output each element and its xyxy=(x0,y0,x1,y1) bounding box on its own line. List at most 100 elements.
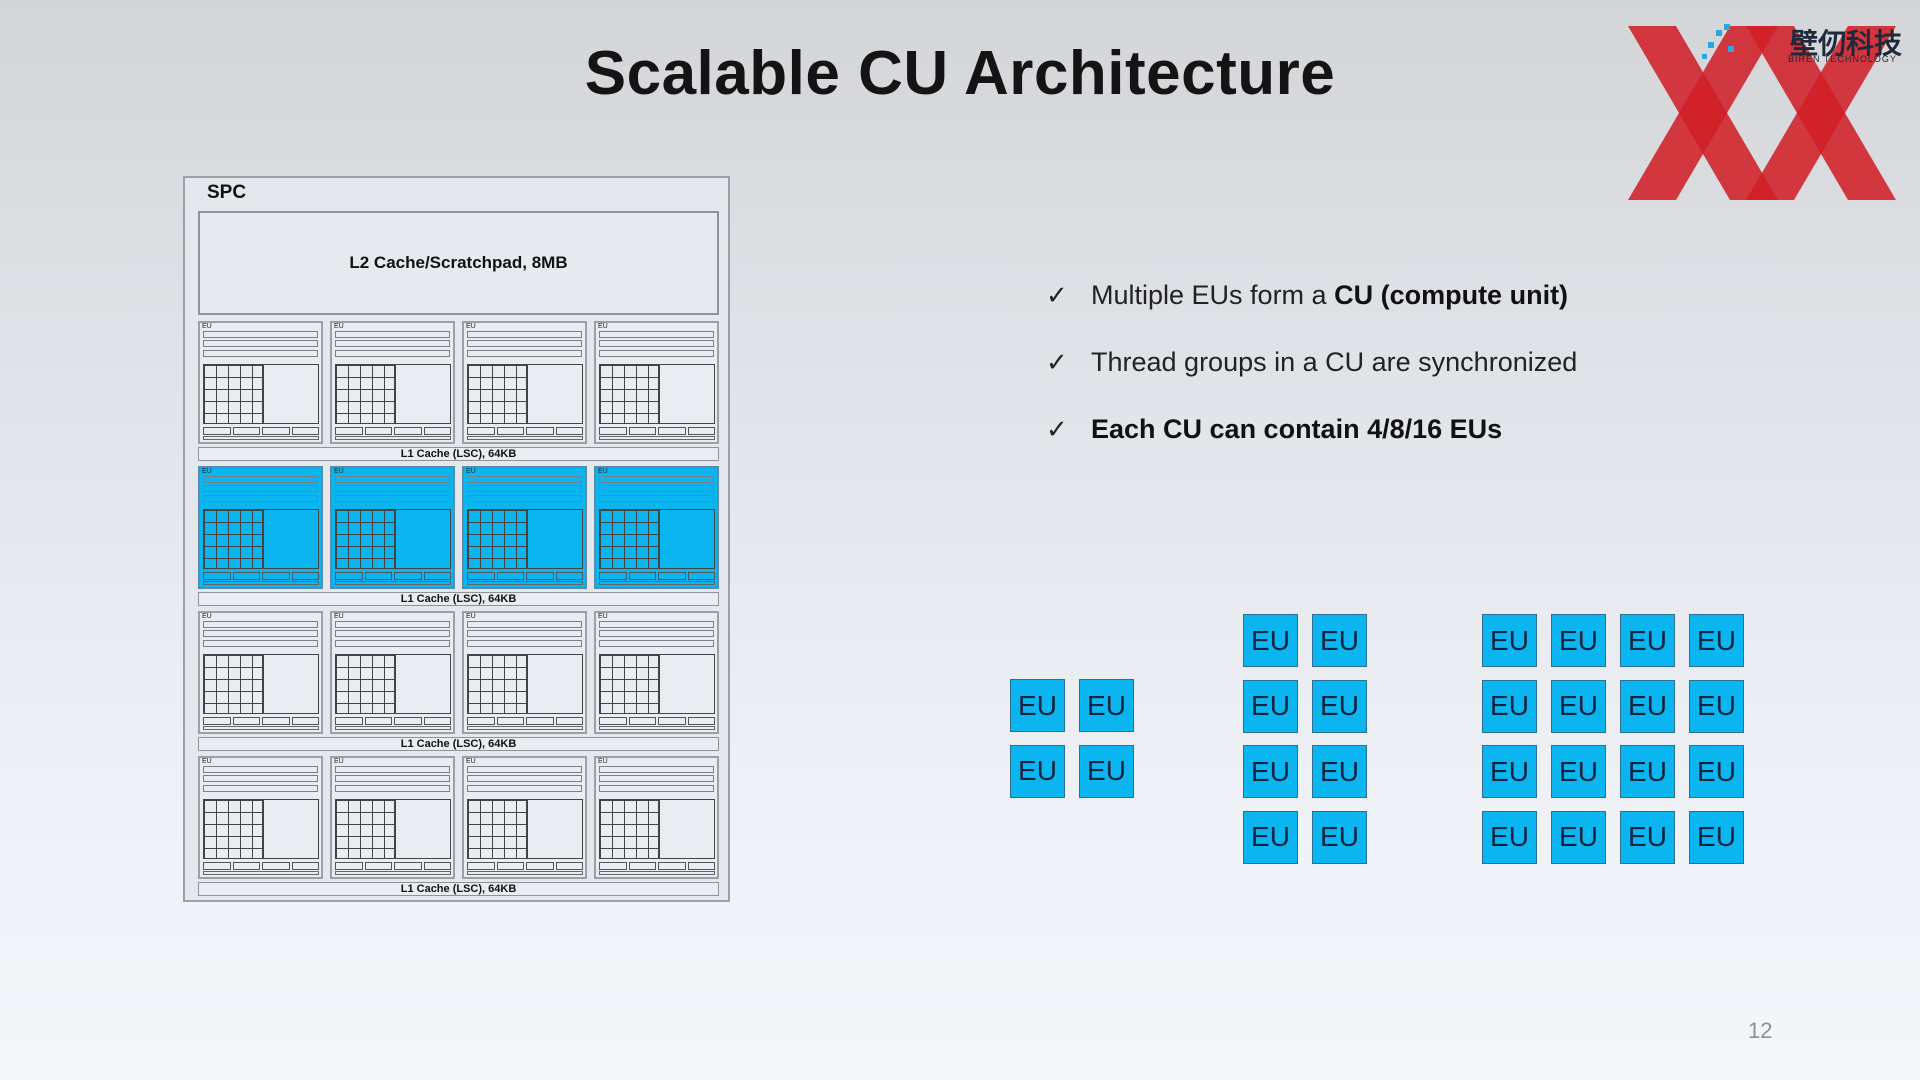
l1-cache: L1 Cache (LSC), 64KB xyxy=(198,447,719,461)
eu-mini-register-grid xyxy=(335,509,395,569)
eu-box: EU xyxy=(1551,679,1606,733)
eu-mini-foot xyxy=(467,427,583,435)
eu-mini-register-grid xyxy=(335,654,395,714)
eu-mini-register-grid xyxy=(599,364,659,424)
eu-box: EU xyxy=(1079,744,1134,798)
eu-mini-box xyxy=(395,799,451,859)
eu-mini-bar xyxy=(335,350,450,357)
eu-mini-label: EU xyxy=(598,323,608,330)
eu-mini-box xyxy=(659,364,715,424)
bullet-bold: Each CU can contain 4/8/16 EUs xyxy=(1091,414,1503,444)
eu-box: EU xyxy=(1551,810,1606,864)
eu-mini-base xyxy=(599,871,715,875)
eu-mini-bar xyxy=(599,785,714,792)
eu-mini-foot xyxy=(203,427,319,435)
l2-cache-label: L2 Cache/Scratchpad, 8MB xyxy=(349,253,568,272)
eu-mini-bar xyxy=(203,350,318,357)
eu-box: EU xyxy=(1689,745,1744,798)
eu-mini-bar xyxy=(467,485,582,492)
eu-mini-bar xyxy=(203,495,318,502)
eu-mini: EU xyxy=(330,466,455,589)
eu-mini-box xyxy=(659,509,715,569)
bullet-bold: CU (compute unit) xyxy=(1334,280,1569,310)
eu-mini-foot xyxy=(335,862,451,870)
eu-mini-bar xyxy=(467,350,582,357)
spc-label: SPC xyxy=(207,182,247,203)
eu-mini: EU xyxy=(330,611,455,734)
eu-mini-bar xyxy=(335,621,450,628)
eu-box: EU xyxy=(1482,810,1537,864)
eu-mini-box xyxy=(395,364,451,424)
eu-mini-bar xyxy=(335,775,450,782)
eu-mini-bar xyxy=(203,766,318,773)
eu-mini-register-grid xyxy=(203,799,263,859)
eu-box: EU xyxy=(1620,614,1675,667)
eu-mini-bar xyxy=(467,495,582,502)
eu-mini-bar xyxy=(203,785,318,792)
eu-box: EU xyxy=(1620,679,1675,733)
eu-mini-bar xyxy=(599,331,714,338)
logo-subtext: BIREN TECHNOLOGY xyxy=(1788,54,1897,64)
eu-mini-label: EU xyxy=(202,758,212,765)
eu-mini-label: EU xyxy=(598,613,608,620)
eu-mini-base xyxy=(335,581,451,585)
eu-mini-foot xyxy=(335,717,451,725)
eu-mini-label: EU xyxy=(334,613,344,620)
eu-mini-bar xyxy=(599,476,714,483)
eu-mini-label: EU xyxy=(202,613,212,620)
eu-mini-foot xyxy=(467,717,583,725)
eu-mini-box xyxy=(395,654,451,714)
eu-mini-bar xyxy=(203,630,318,637)
eu-mini-bar xyxy=(467,340,582,347)
page-number: 12 xyxy=(1748,1018,1773,1043)
eu-mini-bar xyxy=(467,785,582,792)
eu-mini-register-grid xyxy=(599,654,659,714)
eu-mini-base xyxy=(335,871,451,875)
eu-mini-foot xyxy=(599,717,715,725)
eu-mini-bar xyxy=(335,785,450,792)
eu-mini-foot xyxy=(335,427,451,435)
eu-mini-box xyxy=(527,654,583,714)
eu-mini-bar xyxy=(599,766,714,773)
slide-title: Scalable CU Architecture xyxy=(584,39,1336,108)
eu-mini-bar xyxy=(467,766,582,773)
eu-mini-bar xyxy=(599,495,714,502)
eu-box: EU xyxy=(1079,679,1134,732)
eu-mini-register-grid xyxy=(467,509,527,569)
eu-mini-box xyxy=(659,654,715,714)
l1-cache: L1 Cache (LSC), 64KB xyxy=(198,592,719,606)
eu-mini-base xyxy=(335,726,451,730)
eu-mini-register-grid xyxy=(467,799,527,859)
eu-box: EU xyxy=(1551,614,1606,667)
eu-box: EU xyxy=(1243,614,1298,667)
eu-mini-register-grid xyxy=(203,654,263,714)
eu-mini: EU xyxy=(462,756,587,879)
eu-mini: EU xyxy=(198,466,323,589)
eu-box: EU xyxy=(1010,679,1065,732)
eu-mini-bar xyxy=(467,640,582,647)
eu-mini-box xyxy=(263,509,319,569)
l2-cache: L2 Cache/Scratchpad, 8MB xyxy=(198,211,719,315)
eu-mini: EU xyxy=(462,321,587,444)
eu-mini-box xyxy=(395,509,451,569)
eu-mini-box xyxy=(527,364,583,424)
eu-mini-box xyxy=(263,654,319,714)
eu-mini-base xyxy=(467,871,583,875)
eu-box: EU xyxy=(1689,679,1744,733)
eu-mini-register-grid xyxy=(203,364,263,424)
eu-mini-foot xyxy=(599,862,715,870)
eu-mini-register-grid xyxy=(203,509,263,569)
eu-mini-bar xyxy=(599,630,714,637)
eu-mini-base xyxy=(599,436,715,440)
eu-mini-register-grid xyxy=(599,509,659,569)
eu-mini-bar xyxy=(335,495,450,502)
eu-mini-bar xyxy=(467,621,582,628)
eu-mini-label: EU xyxy=(466,613,476,620)
eu-mini-bar xyxy=(203,476,318,483)
eu-box: EU xyxy=(1482,679,1537,733)
eu-mini-base xyxy=(203,726,319,730)
eu-mini: EU xyxy=(462,611,587,734)
eu-box: EU xyxy=(1010,744,1065,798)
